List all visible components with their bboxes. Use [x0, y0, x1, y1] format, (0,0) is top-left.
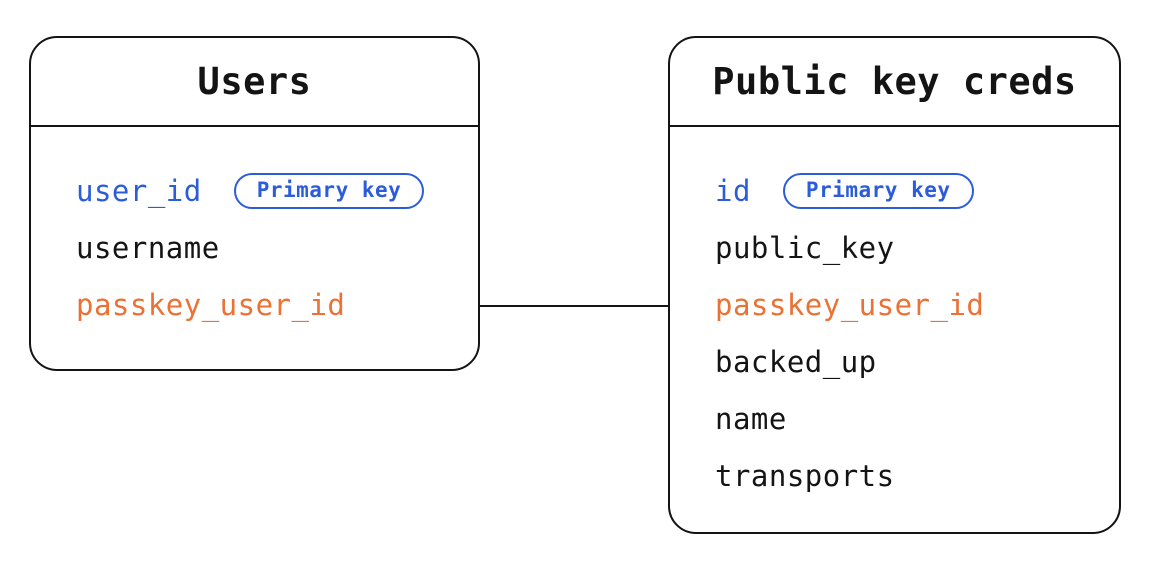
- field-name: backed_up: [715, 344, 877, 379]
- field-name: passkey_user_id: [715, 287, 985, 322]
- field-row: passkey_user_id: [76, 276, 478, 333]
- field-row: backed_up: [715, 333, 1119, 390]
- field-row: name: [715, 390, 1119, 447]
- relation-line: [480, 305, 668, 307]
- field-name: id: [715, 173, 751, 208]
- table-public-key-creds: Public key creds id Primary key public_key…: [668, 36, 1121, 534]
- field-name: username: [76, 230, 220, 265]
- field-name: passkey_user_id: [76, 287, 346, 322]
- field-row: transports: [715, 447, 1119, 504]
- field-row: passkey_user_id: [715, 276, 1119, 333]
- primary-key-badge: Primary key: [782, 172, 974, 209]
- table-public-key-creds-title: Public key creds: [670, 38, 1119, 127]
- table-users-title: Users: [31, 38, 478, 127]
- field-row: user_id Primary key: [76, 162, 478, 219]
- field-row: id Primary key: [715, 162, 1119, 219]
- field-name: transports: [715, 458, 895, 493]
- field-row: username: [76, 219, 478, 276]
- field-name: user_id: [76, 173, 202, 208]
- field-row: public_key: [715, 219, 1119, 276]
- field-name: public_key: [715, 230, 895, 265]
- primary-key-badge: Primary key: [233, 172, 425, 209]
- table-users: Users user_id Primary key username passkey_…: [29, 36, 480, 371]
- field-name: name: [715, 401, 787, 436]
- table-users-fields: user_id Primary key username passkey_user_i…: [31, 127, 478, 333]
